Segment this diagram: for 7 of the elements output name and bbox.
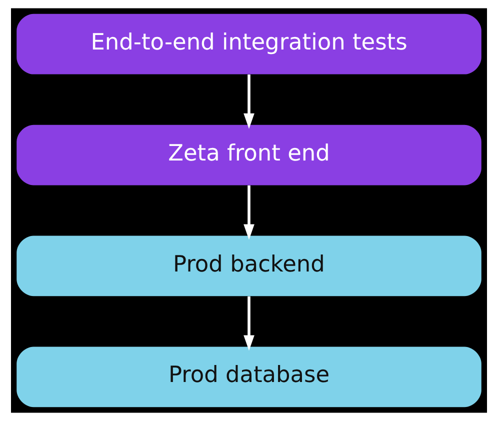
node-box: Prod backend: [16, 236, 481, 296]
arrow: [243, 74, 254, 129]
arrow: [243, 185, 254, 240]
arrow: [243, 296, 254, 351]
node-box: Zeta front end: [16, 124, 481, 186]
node-box: End-to-end integration tests: [16, 14, 481, 74]
node-box: Prod database: [16, 346, 481, 408]
